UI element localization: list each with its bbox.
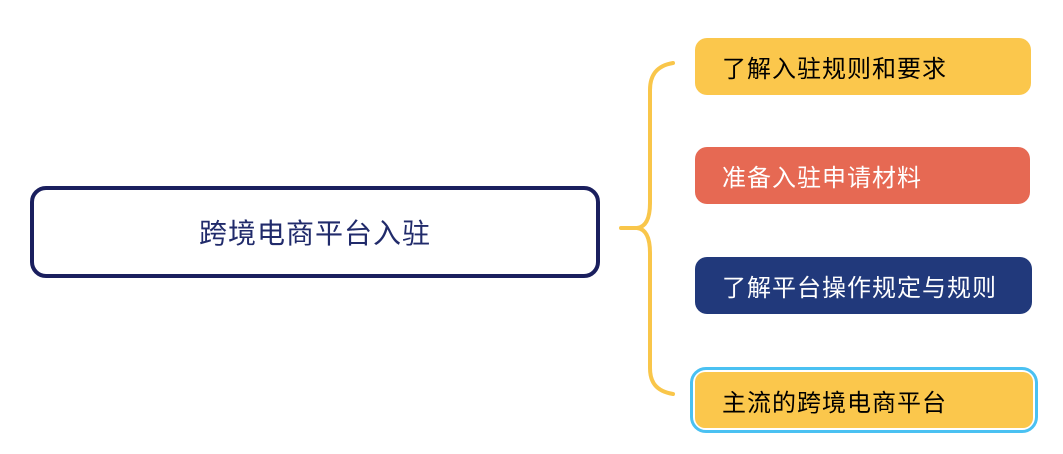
branch-node-label: 主流的跨境电商平台	[722, 389, 947, 417]
branch-node-operations[interactable]: 了解平台操作规定与规则	[695, 257, 1032, 314]
root-node[interactable]: 跨境电商平台入驻	[30, 186, 600, 278]
root-node-label: 跨境电商平台入驻	[198, 218, 431, 249]
branch-node-materials[interactable]: 准备入驻申请材料	[695, 147, 1030, 204]
brace-connector	[619, 61, 675, 396]
branch-node-label: 了解平台操作规定与规则	[722, 275, 997, 302]
branch-node-rules[interactable]: 了解入驻规则和要求	[695, 38, 1031, 95]
branch-node-platforms: 主流的跨境电商平台	[695, 372, 1033, 428]
branch-node-platforms-selected[interactable]: 主流的跨境电商平台	[690, 367, 1038, 433]
branch-node-label: 准备入驻申请材料	[722, 165, 922, 192]
branch-node-label: 了解入驻规则和要求	[722, 56, 947, 83]
